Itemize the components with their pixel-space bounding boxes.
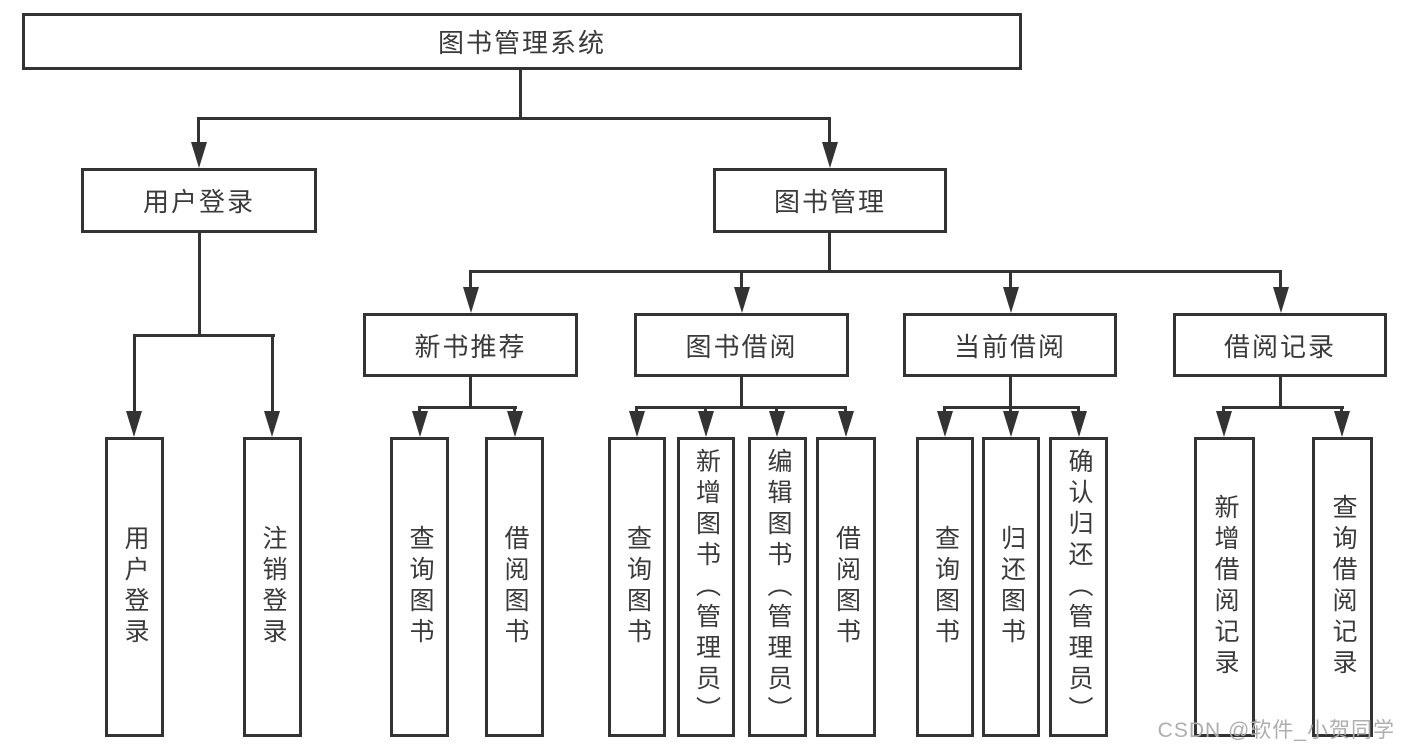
leaf-label: 归还图书 xyxy=(997,525,1026,649)
leaf-label: 查询借阅记录 xyxy=(1329,494,1357,680)
node-current-borrowing: 当前借阅 xyxy=(903,313,1117,377)
arrowhead-down-icon xyxy=(1216,411,1232,437)
connector-line xyxy=(133,334,275,337)
connector-line xyxy=(197,117,831,120)
connector-line xyxy=(1009,270,1012,290)
node-borrowing-records: 借阅记录 xyxy=(1173,313,1387,377)
arrowhead-down-icon xyxy=(507,411,523,437)
leaf-label: 编辑图书（管理员） xyxy=(764,447,792,727)
node-book-borrowing: 图书借阅 xyxy=(634,313,849,377)
arrowhead-down-icon xyxy=(412,411,428,437)
leaf-edit-books-admin: 编辑图书（管理员） xyxy=(748,437,807,737)
leaf-label: 借阅图书 xyxy=(501,525,529,649)
leaf-add-borrow-record: 新增借阅记录 xyxy=(1194,437,1255,737)
connector-line xyxy=(740,377,743,408)
arrowhead-down-icon xyxy=(734,287,750,313)
arrowhead-down-icon xyxy=(937,411,953,437)
connector-line xyxy=(469,377,472,408)
node-label: 当前借阅 xyxy=(953,331,1066,362)
connector-line xyxy=(469,270,472,290)
leaf-user-login: 用户登录 xyxy=(105,437,164,737)
node-label: 图书管理 xyxy=(773,187,886,217)
node-label: 图书管理系统 xyxy=(437,28,606,58)
node-label: 图书借阅 xyxy=(685,331,798,362)
leaf-label: 新增借阅记录 xyxy=(1211,494,1239,680)
arrowhead-down-icon xyxy=(769,411,785,437)
leaf-label: 查询图书 xyxy=(623,525,652,649)
connector-line xyxy=(418,406,517,409)
leaf-label: 查询图书 xyxy=(931,525,960,649)
arrowhead-down-icon xyxy=(1003,411,1019,437)
node-label: 用户登录 xyxy=(142,187,255,217)
leaf-query-books-recommend: 查询图书 xyxy=(390,437,449,737)
leaf-label: 注销登录 xyxy=(259,525,287,649)
arrowhead-down-icon xyxy=(1273,287,1289,313)
arrowhead-down-icon xyxy=(126,411,142,437)
connector-line xyxy=(828,233,831,272)
node-user-login: 用户登录 xyxy=(81,168,317,233)
leaf-borrow-books: 借阅图书 xyxy=(816,437,876,737)
node-label: 借阅记录 xyxy=(1223,331,1336,362)
arrowhead-down-icon xyxy=(698,411,714,437)
leaf-confirm-return-admin: 确认归还（管理员） xyxy=(1049,437,1108,737)
node-library-management-system: 图书管理系统 xyxy=(22,13,1022,70)
node-new-book-recommendation: 新书推荐 xyxy=(363,313,578,377)
leaf-query-borrow-record: 查询借阅记录 xyxy=(1312,437,1373,737)
leaf-add-books-admin: 新增图书（管理员） xyxy=(677,437,735,737)
arrowhead-down-icon xyxy=(822,142,838,168)
connector-line xyxy=(1279,377,1282,408)
arrowhead-down-icon xyxy=(1334,411,1350,437)
connector-line xyxy=(1009,377,1012,408)
connector-line xyxy=(271,334,274,414)
connector-line xyxy=(469,270,1282,273)
leaf-query-books-borrowing: 查询图书 xyxy=(608,437,666,737)
node-label: 新书推荐 xyxy=(414,331,527,362)
arrowhead-down-icon xyxy=(629,411,645,437)
connector-line xyxy=(1279,270,1282,290)
leaf-label: 查询图书 xyxy=(406,525,434,649)
connector-line xyxy=(1222,406,1344,409)
arrowhead-down-icon xyxy=(264,411,280,437)
arrowhead-down-icon xyxy=(191,142,207,168)
connector-line xyxy=(197,117,200,147)
connector-line xyxy=(133,334,136,414)
leaf-label: 确认归还（管理员） xyxy=(1065,447,1093,727)
leaf-return-books: 归还图书 xyxy=(982,437,1040,737)
leaf-label: 借阅图书 xyxy=(832,525,861,649)
connector-line xyxy=(828,117,831,147)
node-book-management: 图书管理 xyxy=(713,168,947,233)
connector-line xyxy=(740,270,743,290)
arrowhead-down-icon xyxy=(463,287,479,313)
connector-line xyxy=(519,70,522,118)
arrowhead-down-icon xyxy=(1003,287,1019,313)
csdn-watermark: CSDN @软件_小贺同学 xyxy=(1157,719,1395,742)
leaf-logout: 注销登录 xyxy=(243,437,302,737)
leaf-label: 用户登录 xyxy=(121,525,149,649)
connector-line xyxy=(635,406,847,409)
connector-line xyxy=(198,233,201,336)
arrowhead-down-icon xyxy=(1071,411,1087,437)
leaf-label: 新增图书（管理员） xyxy=(692,447,721,727)
leaf-query-books-current: 查询图书 xyxy=(916,437,974,737)
arrowhead-down-icon xyxy=(838,411,854,437)
leaf-borrow-books-recommend: 借阅图书 xyxy=(485,437,544,737)
